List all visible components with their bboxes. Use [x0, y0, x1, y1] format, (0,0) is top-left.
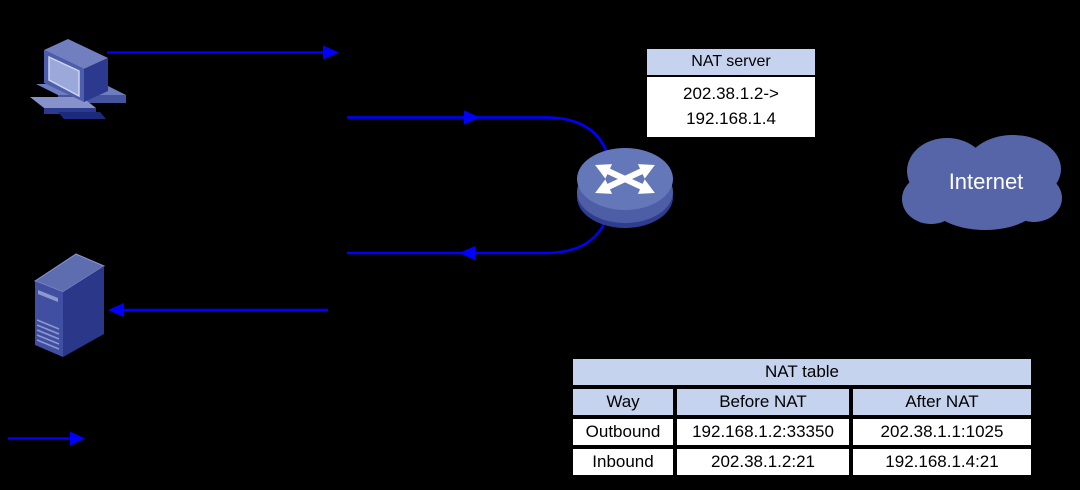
- nat-table: NAT table Way Before NAT After NAT Outbo…: [571, 357, 1034, 477]
- nat-table-row-outbound: Outbound 192.168.1.2:33350 202.38.1.1:10…: [571, 417, 1034, 447]
- nat-router-icon: [577, 148, 673, 228]
- nat-table-cell: Inbound: [571, 447, 675, 477]
- router-arrows-glyph: [595, 164, 655, 194]
- nat-table-col-after-nat: After NAT: [851, 387, 1034, 417]
- nat-table-cell: 202.38.1.1:1025: [851, 417, 1034, 447]
- arrow-request-to-router: [347, 110, 547, 125]
- legend-arrow: [8, 431, 85, 446]
- nat-server-title: NAT server: [647, 49, 815, 77]
- arrow-return-from-router: [347, 246, 547, 260]
- arrow-to-internal-server: [108, 303, 328, 317]
- internal-server-icon: [33, 253, 106, 357]
- arrow-host-outbound: [107, 45, 339, 60]
- nat-table-title-row: NAT table: [571, 357, 1034, 387]
- nat-table-col-before-nat: Before NAT: [675, 387, 851, 417]
- nat-table-cell: Outbound: [571, 417, 675, 447]
- internet-cloud-icon: [902, 135, 1062, 230]
- nat-table-title: NAT table: [571, 357, 1034, 387]
- nat-server-mapping: 202.38.1.2-> 192.168.1.4: [647, 77, 815, 138]
- host-computer-icon: [30, 39, 126, 119]
- nat-table-row-inbound: Inbound 202.38.1.2:21 192.168.1.4:21: [571, 447, 1034, 477]
- nat-table-cell: 192.168.1.4:21: [851, 447, 1034, 477]
- nat-server-box: NAT server 202.38.1.2-> 192.168.1.4: [645, 47, 817, 140]
- nat-table-col-way: Way: [571, 387, 675, 417]
- nat-table-cell: 192.168.1.2:33350: [675, 417, 851, 447]
- nat-server-mapping-line1: 202.38.1.2->: [683, 84, 779, 103]
- nat-table-cell: 202.38.1.2:21: [675, 447, 851, 477]
- internet-label: Internet: [948, 169, 1024, 194]
- nat-table-header-row: Way Before NAT After NAT: [571, 387, 1034, 417]
- nat-server-mapping-line2: 192.168.1.4: [686, 108, 776, 128]
